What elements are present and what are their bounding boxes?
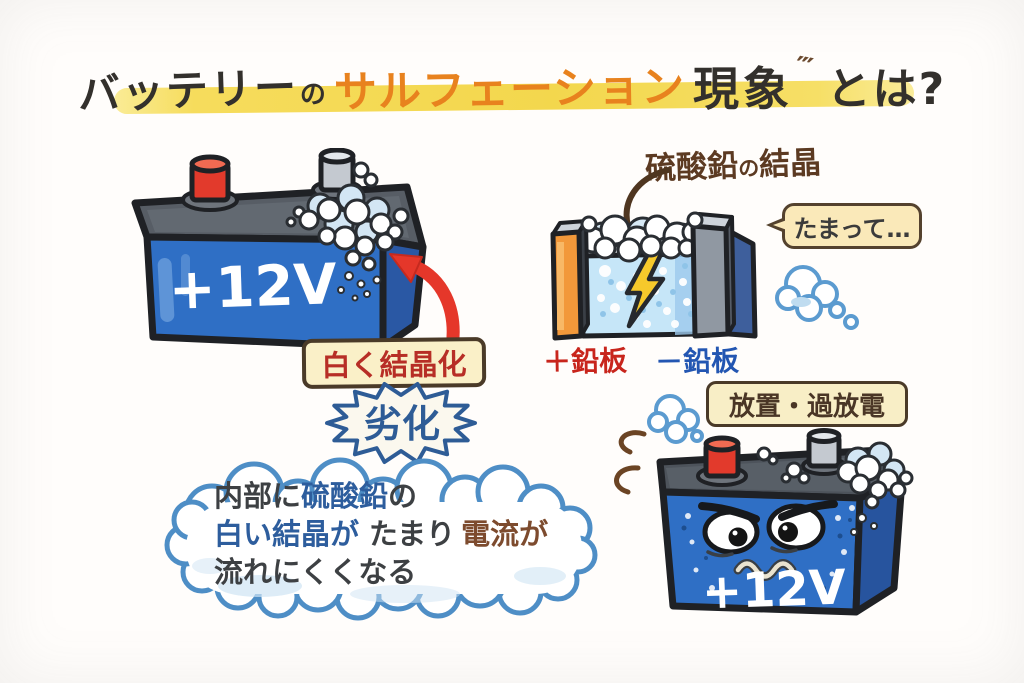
crystal-cluster [285, 161, 410, 272]
title-word-battery: バッテリー [77, 62, 299, 119]
emphasis-marks-icon: ‴ [792, 49, 816, 86]
left-battery-voltage-label: +12V [168, 252, 339, 323]
cloud-line-1: 内部に硫酸鉛の [214, 477, 614, 515]
neglect-label-text: 放置・過放電 [728, 391, 885, 422]
crystal-specks [337, 271, 382, 302]
bubble-text: たまって… [793, 214, 911, 243]
crystallize-label-text: 白く結晶化 [321, 347, 467, 383]
title-particle-no: の [299, 80, 326, 110]
battery-cell-cutaway [550, 211, 758, 341]
sad-battery-voltage-label: +12V [701, 560, 847, 621]
cloud-text-segment: 硫酸鉛 [301, 479, 389, 513]
neglect-overdischarge-label: 放置・過放電 [706, 381, 908, 427]
cloud-text-segment: 流れにくくなる [214, 555, 417, 589]
red-arrow-icon [389, 253, 460, 353]
cloud-text-segment: の [388, 479, 418, 513]
title-word-question: とは? [826, 64, 947, 115]
left-eyebrow [698, 502, 760, 523]
sad-battery-illustration: +12V [656, 428, 914, 621]
negative-plate [690, 212, 736, 339]
cloud-text-segment: たまり [369, 517, 456, 551]
cloud-text-segment: 電流が [461, 517, 549, 551]
battery-sad-face [698, 500, 838, 581]
left-battery-illustration: +12V [131, 148, 427, 351]
title-word-sulfation: サルフェーション [333, 61, 686, 119]
label-segment: 結晶 [758, 144, 822, 184]
speckles [685, 505, 855, 591]
stress-squiggle-icon [614, 430, 647, 495]
lightning-bolt-icon [624, 249, 666, 329]
negative-terminal [801, 428, 847, 476]
cloud-text-segment: 内部に [214, 479, 302, 513]
crystal-foam [579, 214, 705, 263]
deterioration-burst: 劣化 [325, 382, 477, 464]
bubble-tail-fill [773, 220, 787, 230]
positive-terminal [696, 435, 748, 487]
puff-cloud-icon [775, 265, 859, 330]
accumulating-speech-bubble: たまって… [766, 203, 922, 249]
right-eyebrow [778, 500, 838, 521]
deterioration-label: 劣化 [364, 402, 440, 446]
puff-cloud-icon [647, 394, 704, 444]
cloud-line-3: 流れにくくなる [214, 553, 614, 591]
cloud-text-segment: 白い結晶が [214, 517, 360, 551]
negative-plate-label: －鉛板 [654, 344, 740, 379]
cloud-explanation-text: 内部に硫酸鉛の 白い結晶がたまり電流が 流れにくくなる [214, 477, 614, 591]
title-word-phenomenon: 現象 [693, 62, 793, 116]
positive-plate [550, 219, 590, 341]
positive-terminal [181, 154, 239, 212]
cloud-line-2: 白い結晶がたまり電流が [214, 515, 614, 553]
page-title: バッテリー の サルフェーション 現象 ‴ とは? [77, 38, 944, 119]
positive-plate-label: ＋鉛板 [542, 344, 628, 379]
label-segment: の [737, 156, 760, 181]
thought-cloud-bubble [164, 457, 598, 621]
crystal-cluster [756, 441, 914, 510]
